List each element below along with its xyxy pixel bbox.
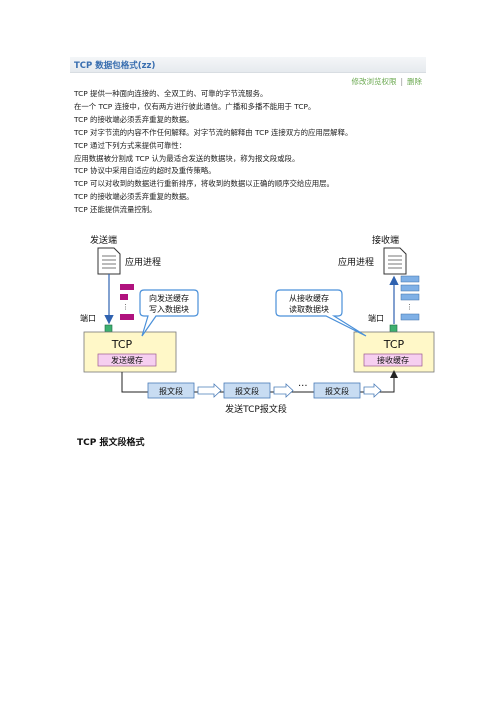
body-line: TCP 对字节流的内容不作任何解释。对字节流的解释由 TCP 连接双方的应用层解… <box>74 127 353 137</box>
segment-arrow <box>363 383 382 398</box>
segment-ellipsis: ··· <box>298 381 308 392</box>
edit-permission-link[interactable]: 修改浏览权限 <box>351 77 397 86</box>
data-block <box>120 314 134 320</box>
segment-label: 报文段 <box>325 386 349 396</box>
body-line: TCP 可以对收到的数据进行重新排序，将收到的数据以正确的顺序交给应用层。 <box>74 179 334 189</box>
send-buffer <box>97 353 157 367</box>
body-line: TCP 通过下列方式来提供可靠性： <box>74 140 187 150</box>
callout-left <box>139 289 199 337</box>
data-block <box>400 284 420 292</box>
port-left <box>104 324 113 333</box>
data-block-ellipsis: ⋮ <box>122 303 129 311</box>
recv-buffer <box>363 353 423 367</box>
body-line: TCP 协议中采用自适应的超时及重传策略。 <box>74 166 216 176</box>
receiver-document-icon <box>383 247 407 275</box>
port-right-label: 端口 <box>368 313 384 323</box>
port-left-label: 端口 <box>80 313 96 323</box>
data-block <box>400 313 420 321</box>
callout-right-line2: 读取数据块 <box>289 304 329 314</box>
sender-label: 发送端 <box>90 234 117 246</box>
post-title-bar: TCP 数据包格式(zz) <box>70 57 426 73</box>
data-block <box>120 294 128 300</box>
body-line: TCP 的接收端必须丢弃重复的数据。 <box>74 192 194 202</box>
segment-box <box>147 382 195 399</box>
body-line: TCP 的接收端必须丢弃重复的数据。 <box>74 114 194 124</box>
segment-box <box>313 382 361 399</box>
post-actions: 修改浏览权限| 删除 <box>351 76 422 87</box>
receiver-label: 接收端 <box>372 234 399 246</box>
data-block <box>120 284 134 290</box>
callout-left-line1: 向发送缓存 <box>149 293 189 303</box>
app-process-right: 应用进程 <box>338 256 374 268</box>
actions-separator: | <box>400 77 403 86</box>
segment-arrow <box>273 383 294 398</box>
send-buffer-label: 发送缓存 <box>111 355 143 365</box>
segment-arrow <box>197 383 222 398</box>
bottom-caption: 发送TCP报文段 <box>225 403 287 415</box>
body-line: 在一个 TCP 连接中，仅有两方进行彼此通信。广播和多播不能用于 TCP。 <box>74 101 316 111</box>
data-block-ellipsis: ⋮ <box>406 303 413 311</box>
post-body: TCP 提供一种面向连接的、全双工的、可靠的字节流服务。 在一个 TCP 连接中… <box>74 88 424 217</box>
callout-right <box>275 289 367 337</box>
segment-label: 报文段 <box>159 386 183 396</box>
segment-label: 报文段 <box>235 386 259 396</box>
post-title[interactable]: TCP 数据包格式(zz) <box>74 61 156 71</box>
callout-left-line2: 写入数据块 <box>149 304 189 314</box>
body-line: TCP 提供一种面向连接的、全双工的、可靠的字节流服务。 <box>74 89 268 98</box>
callout-right-line1: 从接收缓存 <box>289 293 329 303</box>
recv-buffer-label: 接收缓存 <box>377 355 409 365</box>
body-line: TCP 还能提供流量控制。 <box>74 205 157 215</box>
section-heading: TCP 报文段格式 <box>77 438 145 448</box>
delete-link[interactable]: 删除 <box>407 77 422 86</box>
body-line: 应用数据被分割成 TCP 认为最适合发送的数据块，称为报文段或段。 <box>74 153 300 163</box>
data-block <box>400 275 420 283</box>
tcp-left-label: TCP <box>111 338 133 351</box>
sender-document-icon <box>97 247 121 275</box>
tcp-right-label: TCP <box>383 338 405 351</box>
app-process-left: 应用进程 <box>125 256 161 268</box>
tcp-flow-diagram: 发送端 应用进程 ⋮ 端口 TCP 发送缓存 向发送缓存 写入数据块 接收端 应… <box>80 234 435 415</box>
segment-box <box>223 382 271 399</box>
port-right <box>389 324 398 333</box>
data-block <box>400 293 420 301</box>
